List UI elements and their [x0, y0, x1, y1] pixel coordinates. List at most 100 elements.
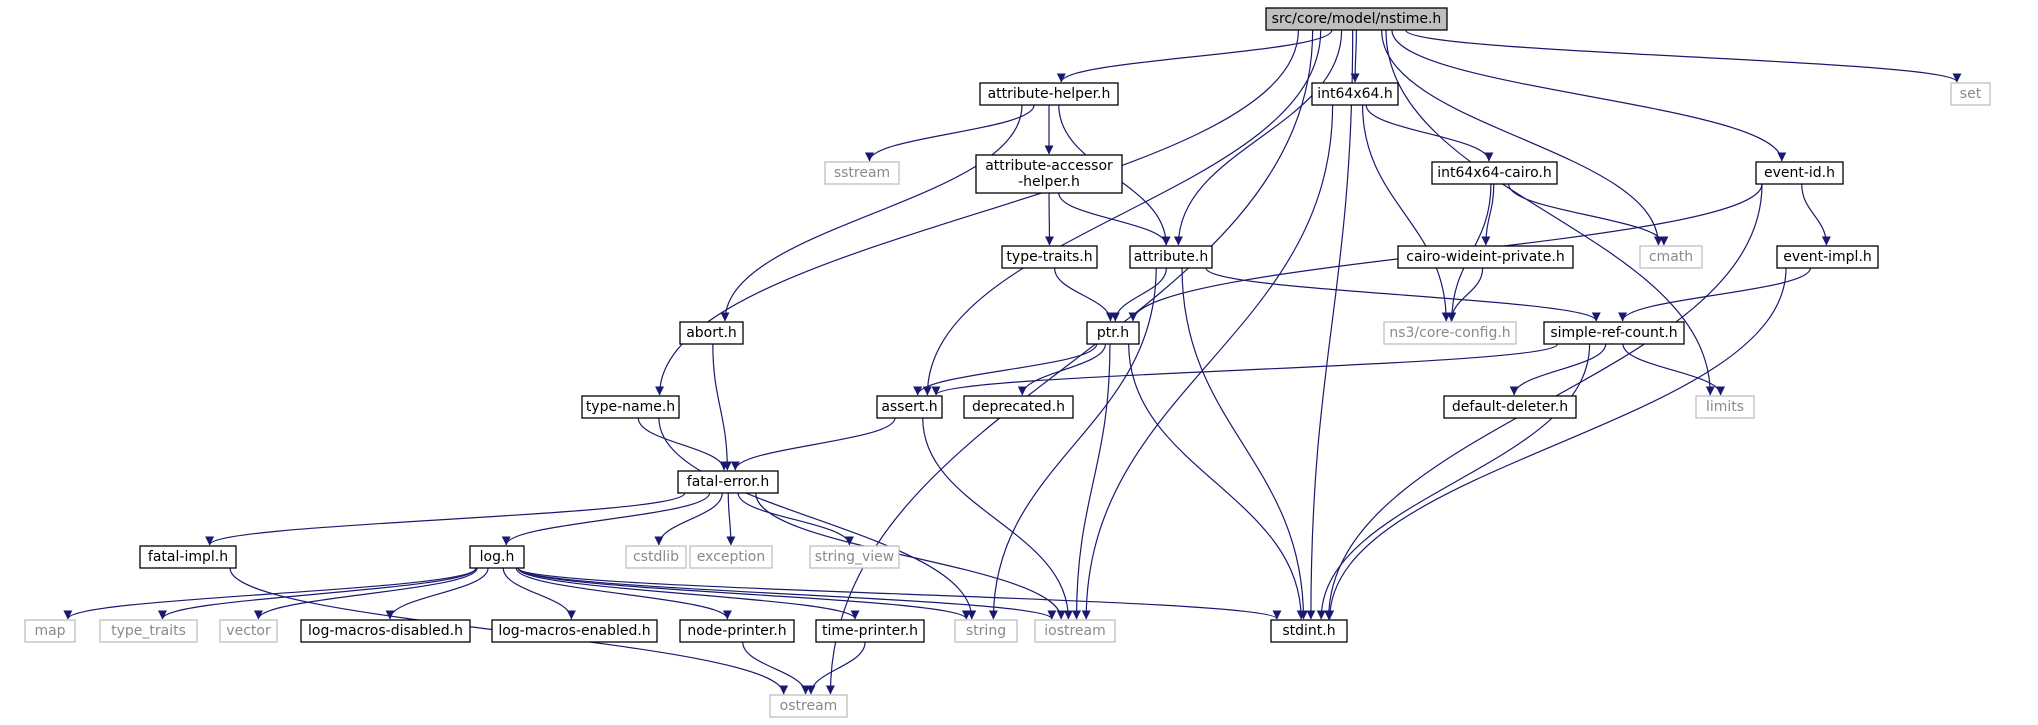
node-box [1265, 7, 1448, 31]
edge-log-to-log-macros-disabled [385, 567, 489, 620]
node-ostream: ostream [769, 694, 848, 718]
edge-int64x64-to-core-config [1362, 104, 1451, 322]
edge-log-to-string [517, 567, 971, 620]
node-box [1383, 321, 1517, 345]
node-cstdlib: cstdlib [625, 545, 687, 569]
node-limits: limits [1695, 395, 1755, 419]
node-cairo-wideint[interactable]: cairo-wideint-private.h [1397, 245, 1574, 269]
edge-assert-to-iostream [922, 417, 1073, 620]
node-label: log.h [480, 549, 515, 565]
node-label: event-impl.h [1783, 249, 1872, 265]
node-type-name[interactable]: type-name.h [581, 395, 680, 419]
edge-int64x64-cairo-to-cmath [1508, 183, 1669, 246]
node-label: sstream [834, 165, 890, 181]
node-label: stdint.h [1282, 623, 1335, 639]
node-box [1270, 619, 1348, 643]
node-label: set [1960, 86, 1982, 102]
edge-nstime-to-attribute [1173, 29, 1343, 246]
node-box [954, 619, 1018, 643]
nodes-layer: src/core/model/nstime.h attribute-helper.… [24, 7, 1991, 718]
node-label: map [34, 623, 65, 639]
node-label: attribute-helper.h [988, 86, 1111, 102]
edge-attribute-to-stdint [1181, 267, 1308, 620]
node-log-macros-disabled[interactable]: log-macros-disabled.h [300, 619, 471, 643]
node-label: int64x64-cairo.h [1437, 165, 1551, 181]
node-box [876, 395, 943, 419]
edge-simple-ref-count-to-assert [931, 343, 1559, 396]
edge-log-to-stdint [517, 567, 1282, 620]
node-label: type-traits.h [1006, 249, 1092, 265]
edge-fatal-error-to-string-view [737, 492, 854, 546]
node-box [963, 395, 1074, 419]
node-box [1543, 321, 1685, 345]
node-label: fatal-error.h [687, 474, 769, 490]
edge-nstime-to-stdint [1306, 29, 1354, 620]
node-log[interactable]: log.h [469, 545, 525, 569]
edge-type-name-to-string [658, 417, 977, 620]
node-type-traits-h[interactable]: type-traits.h [1001, 245, 1098, 269]
edge-log-to-log-macros-enabled [502, 567, 576, 620]
node-abort[interactable]: abort.h [679, 321, 744, 345]
edge-ptr-to-assert [913, 343, 1098, 396]
edge-node-printer-to-ostream [742, 641, 811, 695]
node-box [1950, 82, 1991, 106]
node-box [1034, 619, 1116, 643]
node-nstime[interactable]: src/core/model/nstime.h [1265, 7, 1448, 31]
node-map: map [24, 619, 76, 643]
node-ptr[interactable]: ptr.h [1086, 321, 1140, 345]
node-iostream: iostream [1034, 619, 1116, 643]
edge-simple-ref-count-to-limits [1622, 343, 1726, 396]
node-box [1776, 245, 1879, 269]
node-time-printer[interactable]: time-printer.h [815, 619, 925, 643]
node-box [809, 545, 900, 569]
node-string: string [954, 619, 1018, 643]
edge-int64x64-to-iostream [1081, 104, 1334, 620]
edge-nstime-to-assert [922, 29, 1322, 396]
node-box [679, 321, 744, 345]
edge-log-to-iostream [517, 567, 1057, 620]
edge-int64x64-to-int64x64-cairo [1365, 104, 1494, 162]
node-label: int64x64.h [1317, 86, 1393, 102]
node-box [1755, 161, 1844, 185]
node-attribute-accessor-helper[interactable]: attribute-accessor-helper.h [975, 154, 1123, 194]
edge-fatal-error-to-iostream [755, 492, 1066, 620]
node-deprecated[interactable]: deprecated.h [963, 395, 1074, 419]
edge-log-to-vector [254, 567, 478, 620]
node-box [139, 545, 237, 569]
edge-type-name-to-fatal-error [637, 417, 729, 471]
node-default-deleter[interactable]: default-deleter.h [1443, 395, 1577, 419]
node-int64x64-cairo[interactable]: int64x64-cairo.h [1431, 161, 1558, 185]
node-node-printer[interactable]: node-printer.h [679, 619, 795, 643]
node-attribute[interactable]: attribute.h [1129, 245, 1213, 269]
node-label: ostream [780, 698, 838, 714]
node-fatal-error[interactable]: fatal-error.h [677, 470, 779, 494]
edge-abort-to-fatal-error [712, 343, 732, 471]
node-simple-ref-count[interactable]: simple-ref-count.h [1543, 321, 1685, 345]
node-event-id[interactable]: event-id.h [1755, 161, 1844, 185]
node-event-impl[interactable]: event-impl.h [1776, 245, 1879, 269]
edge-simple-ref-count-to-stdint [1316, 343, 1591, 620]
node-stdint[interactable]: stdint.h [1270, 619, 1348, 643]
node-label: vector [226, 623, 271, 639]
node-box [1397, 245, 1574, 269]
node-box [625, 545, 687, 569]
node-attribute-helper[interactable]: attribute-helper.h [979, 82, 1119, 106]
node-fatal-impl[interactable]: fatal-impl.h [139, 545, 237, 569]
node-assert[interactable]: assert.h [876, 395, 943, 419]
node-label: cairo-wideint-private.h [1406, 249, 1564, 265]
node-box [1431, 161, 1558, 185]
node-label: string [966, 623, 1006, 639]
edge-fatal-error-to-log [501, 492, 711, 546]
edge-nstime-to-limits [1385, 29, 1715, 396]
edge-attribute-helper-to-sstream [865, 104, 1035, 162]
edge-nstime-to-int64x64 [1350, 29, 1360, 83]
edge-attribute-to-string [988, 267, 1157, 620]
node-log-macros-enabled[interactable]: log-macros-enabled.h [491, 619, 658, 643]
edge-event-impl-to-stdint [1325, 267, 1787, 620]
node-box [1086, 321, 1140, 345]
node-exception: exception [689, 545, 773, 569]
node-box [975, 154, 1123, 194]
node-box [679, 619, 795, 643]
node-int64x64[interactable]: int64x64.h [1311, 82, 1399, 106]
